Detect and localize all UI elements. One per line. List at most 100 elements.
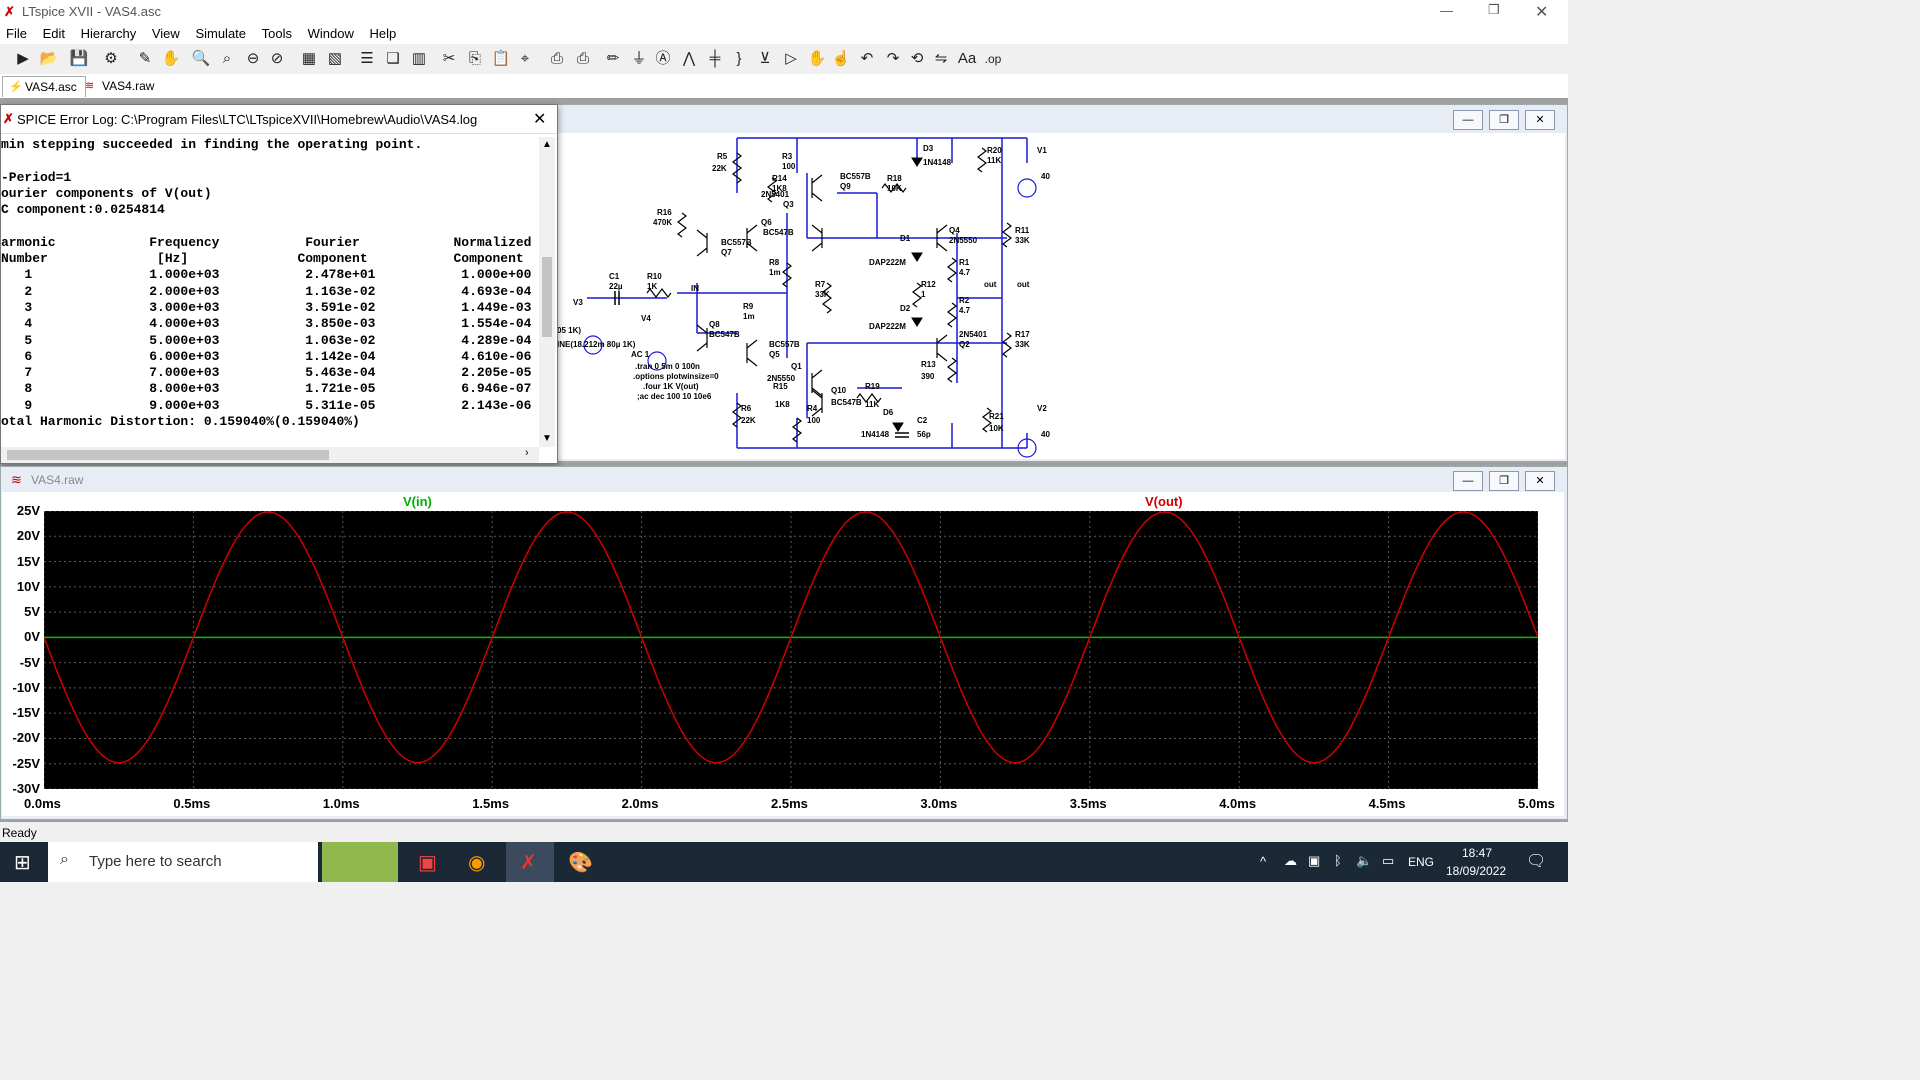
resistor-icon[interactable]: ⋀ xyxy=(682,50,696,67)
zoom-out-icon[interactable]: ⊖ xyxy=(246,50,260,67)
find-icon[interactable]: ⌖ xyxy=(520,50,530,67)
diode-icon[interactable]: ⊻ xyxy=(759,50,771,67)
plot-close-button[interactable]: ✕ xyxy=(1525,471,1555,491)
ground-icon[interactable]: ⏚ xyxy=(631,50,647,67)
child-minimize-button[interactable]: — xyxy=(1453,110,1483,130)
menu-help[interactable]: Help xyxy=(369,26,397,41)
error-log-close-button[interactable]: ✕ xyxy=(533,111,547,128)
plot-restore-button[interactable]: ❐ xyxy=(1489,471,1519,491)
rotate-icon[interactable]: ⟲ xyxy=(910,50,924,67)
menu-edit[interactable]: Edit xyxy=(42,26,65,41)
error-log-title: SPICE Error Log: C:\Program Files\LTC\LT… xyxy=(17,112,478,127)
clock-time[interactable]: 18:47 xyxy=(1462,846,1493,860)
schematic-label: ;ac dec 100 10 10e6 xyxy=(637,392,712,401)
menu-window[interactable]: Window xyxy=(307,26,354,41)
open-icon[interactable]: 📂 xyxy=(39,50,59,67)
clock-date[interactable]: 18/09/2022 xyxy=(1446,864,1507,878)
copy-icon[interactable]: ⎘ xyxy=(468,50,481,67)
menu-view[interactable]: View xyxy=(151,26,180,41)
paint-icon[interactable]: 🎨 xyxy=(568,852,593,874)
zoom-fit-icon[interactable]: ⌕ xyxy=(222,50,232,67)
pan-icon[interactable]: ✋ xyxy=(161,50,181,67)
network-icon[interactable]: ▣ xyxy=(1308,853,1321,868)
y-tick-label: -5V xyxy=(19,654,40,670)
title-bar: ✗ LTspice XVII - VAS4.asc — ❐ ✕ xyxy=(0,0,1568,24)
notifications-icon[interactable]: 🗨 xyxy=(1526,853,1547,870)
trace-vout[interactable] xyxy=(43,511,1539,764)
component-icon[interactable]: ▷ xyxy=(785,50,797,67)
mirror-icon[interactable]: ⇋ xyxy=(934,50,948,67)
minimize-button[interactable]: — xyxy=(1440,3,1453,18)
probe-icon[interactable]: ✎ xyxy=(138,50,152,67)
scroll-down-icon[interactable]: ▼ xyxy=(542,433,552,444)
trace-label-vout[interactable]: V(out) xyxy=(1145,494,1183,509)
autorange-icon[interactable]: ▦ xyxy=(301,50,317,67)
schematic-label: R3 xyxy=(782,152,793,161)
paste-icon[interactable]: 📋 xyxy=(491,50,511,67)
plot-minimize-button[interactable]: — xyxy=(1453,471,1483,491)
menu-tools[interactable]: Tools xyxy=(261,26,292,41)
save-icon[interactable]: 💾 xyxy=(69,50,89,67)
menu-file[interactable]: File xyxy=(6,26,27,41)
schematic-label: R9 xyxy=(743,302,754,311)
print-preview-icon[interactable]: ⎙ xyxy=(576,50,589,67)
plot-area[interactable] xyxy=(43,510,1539,790)
settings-icon[interactable]: ⚙ xyxy=(104,50,118,67)
error-log-line xyxy=(1,153,539,169)
menu-hierarchy[interactable]: Hierarchy xyxy=(80,26,137,41)
schematic-label: C1 xyxy=(609,272,620,281)
inductor-icon[interactable]: } xyxy=(736,50,742,67)
move-icon[interactable]: ✋ xyxy=(807,50,827,67)
error-log-vertical-scrollbar[interactable]: ▲ ▼ xyxy=(539,137,555,447)
scroll-thumb-horizontal[interactable] xyxy=(7,450,329,460)
schematic-label: Q5 xyxy=(769,350,780,359)
cascade-icon[interactable]: ❏ xyxy=(386,50,400,67)
schematic-label: R17 xyxy=(1015,330,1030,339)
scroll-thumb[interactable] xyxy=(542,257,552,337)
taskbar-search[interactable]: ⌕ Type here to search xyxy=(48,842,318,882)
run-icon[interactable]: ▶ xyxy=(17,50,29,67)
zoom-in-icon[interactable]: 🔍 xyxy=(191,50,211,67)
office-icon[interactable]: ▣ xyxy=(418,852,437,874)
child-restore-button[interactable]: ❐ xyxy=(1489,110,1519,130)
text-icon[interactable]: Aa xyxy=(957,50,977,67)
error-log-line: 8 8.000e+03 1.721e-05 6.946e-07 xyxy=(1,381,532,397)
tab-vas4-asc[interactable]: ⚡ VAS4.asc xyxy=(2,76,86,97)
undo-icon[interactable]: ↶ xyxy=(860,50,874,67)
cut-icon[interactable]: ✂ xyxy=(442,50,456,67)
trace-label-vin[interactable]: V(in) xyxy=(403,494,432,509)
cloud-icon[interactable]: ☁ xyxy=(1284,853,1297,868)
grid-icon[interactable]: ▧ xyxy=(327,50,343,67)
bluetooth-icon[interactable]: ᛒ xyxy=(1334,853,1342,868)
redo-icon[interactable]: ↷ xyxy=(886,50,900,67)
battery-icon[interactable]: ▭ xyxy=(1382,853,1395,868)
spice-directive-icon[interactable]: .op xyxy=(984,52,1002,66)
start-icon[interactable]: ⊞ xyxy=(14,852,31,874)
scroll-up-icon[interactable]: ▲ xyxy=(542,139,552,150)
schematic-label: 2N5401 xyxy=(761,190,790,199)
tile-vertical-icon[interactable]: ▥ xyxy=(411,50,427,67)
volume-icon[interactable]: 🔈 xyxy=(1356,853,1373,868)
zoom-cancel-icon[interactable]: ⊘ xyxy=(270,50,284,67)
restore-button[interactable]: ❐ xyxy=(1488,2,1500,17)
tile-horizontal-icon[interactable]: ☰ xyxy=(360,50,374,67)
ltspice-taskbar-button[interactable]: ✗ xyxy=(506,842,554,882)
pencil-icon[interactable]: ✏ xyxy=(606,50,620,67)
child-close-button[interactable]: ✕ xyxy=(1525,110,1555,130)
firefox-icon[interactable]: ◉ xyxy=(468,852,486,874)
capacitor-icon[interactable]: ╪ xyxy=(709,50,721,67)
error-log-line: C component:0.0254814 xyxy=(1,202,165,218)
drag-icon[interactable]: ☝ xyxy=(831,50,851,67)
menu-simulate[interactable]: Simulate xyxy=(195,26,247,41)
search-icon: ⌕ xyxy=(60,851,69,868)
close-button[interactable]: ✕ xyxy=(1535,4,1549,21)
print-icon[interactable]: ⎙ xyxy=(550,50,563,67)
label-icon[interactable]: Ⓐ xyxy=(655,50,671,67)
error-log-horizontal-scrollbar[interactable]: › xyxy=(1,447,539,463)
scroll-right-icon[interactable]: › xyxy=(525,447,529,459)
schematic-label: R16 xyxy=(657,208,672,217)
tab-vas4-raw[interactable]: ≋ VAS4.raw xyxy=(80,76,162,96)
language-indicator[interactable]: ENG xyxy=(1408,855,1435,869)
chevron-up-icon[interactable]: ^ xyxy=(1260,854,1267,869)
